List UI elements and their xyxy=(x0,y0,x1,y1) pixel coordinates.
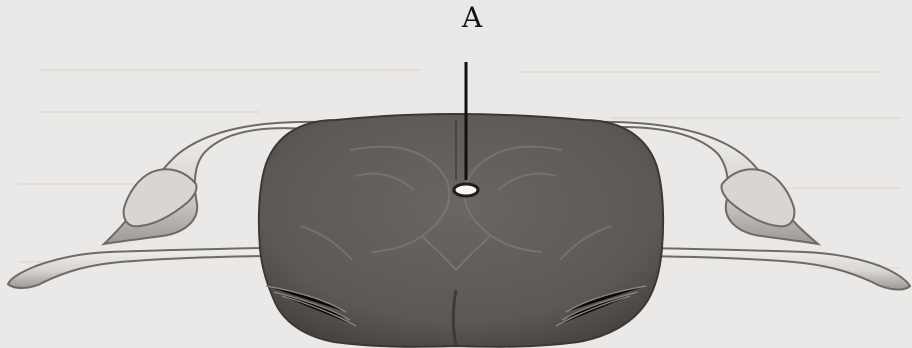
label-a: A xyxy=(462,4,482,32)
right-ventral-root xyxy=(646,248,910,289)
left-ventral-root xyxy=(8,248,262,288)
central-canal xyxy=(454,184,478,196)
